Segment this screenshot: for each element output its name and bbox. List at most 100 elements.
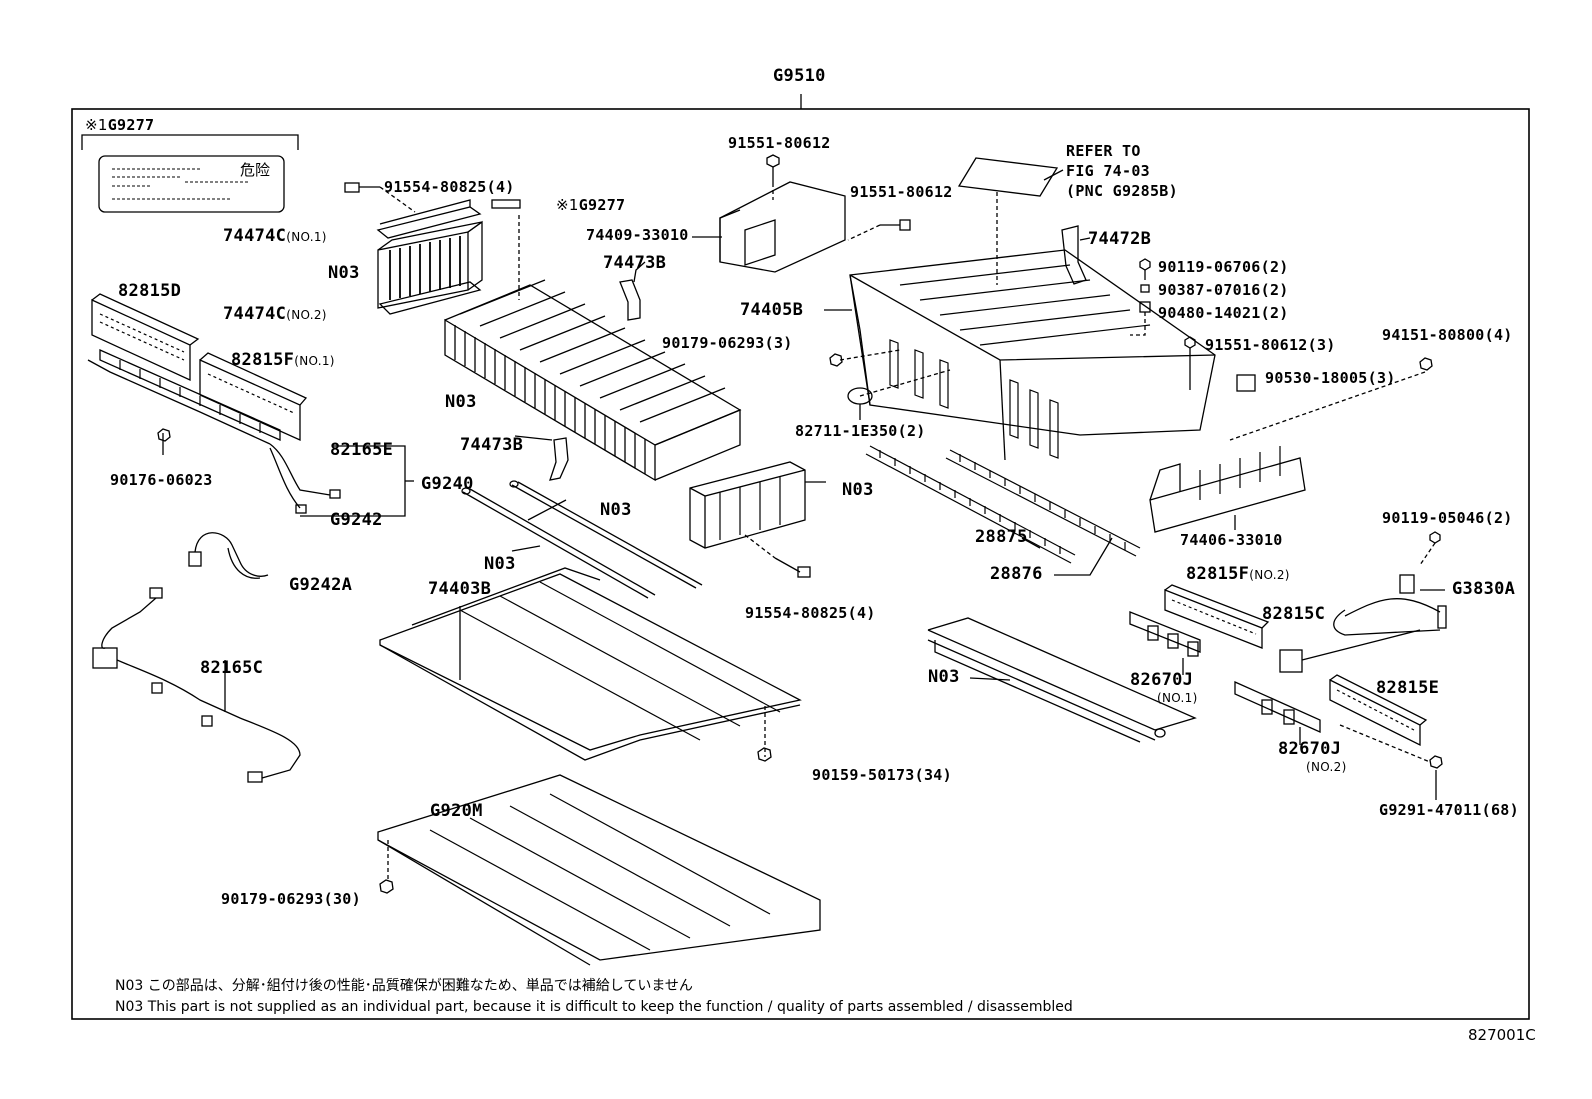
harness-g3830a — [1333, 574, 1447, 636]
part-label-g9291-47011[interactable]: G9291-47011(68) — [1379, 801, 1519, 819]
part-label-90176-06023[interactable]: 90176-06023 — [110, 471, 213, 489]
part-label-n03-d[interactable]: N03 — [484, 554, 516, 574]
harness-82165c — [92, 587, 301, 783]
harness-g9242a — [188, 532, 269, 579]
part-label-74409-33010[interactable]: 74409-33010 — [586, 226, 689, 244]
part-label-28875[interactable]: 28875 — [975, 527, 1028, 547]
part-code: G9277 — [578, 196, 626, 214]
case-74405b — [849, 249, 1216, 461]
part-sub: (NO.2) — [1249, 568, 1290, 582]
part-label-82815f-1[interactable]: 82815F(NO.1) — [231, 352, 335, 369]
connector-82815c — [1279, 649, 1303, 673]
part-label-82815c[interactable]: 82815C — [1262, 604, 1326, 624]
part-label-82670j-1[interactable]: 82670J — [1130, 670, 1194, 690]
part-label-74406-33010[interactable]: 74406-33010 — [1180, 531, 1283, 549]
part-label-g920m[interactable]: G920M — [430, 801, 483, 821]
busbar-82670j-1 — [1129, 611, 1201, 657]
part-label-90119-05046[interactable]: 90119-05046(2) — [1382, 509, 1513, 527]
bolt-91551-mid — [880, 219, 911, 231]
warning-label — [98, 155, 285, 213]
part-label-82165c[interactable]: 82165C — [200, 658, 264, 678]
bracket-74474c-1 — [376, 206, 482, 239]
part-label-g3830a[interactable]: G3830A — [1452, 579, 1516, 599]
warning-label-text: 危险 — [240, 161, 271, 179]
part-label-28876[interactable]: 28876 — [990, 564, 1043, 584]
part-label-91554-80825-top[interactable]: 91554-80825(4) — [384, 178, 515, 196]
part-label-g9240[interactable]: G9240 — [421, 474, 474, 494]
nut-94151 — [1419, 357, 1433, 371]
part-label-94151-80800[interactable]: 94151-80800(4) — [1382, 326, 1513, 344]
bolt-91551-3 — [1184, 336, 1196, 390]
busbar-82670j-2 — [1234, 680, 1321, 734]
part-label-74405b[interactable]: 74405B — [740, 300, 804, 320]
clip-90530 — [1236, 374, 1256, 392]
part-code: 74474C — [223, 226, 287, 246]
part-label-82815d[interactable]: 82815D — [118, 281, 182, 301]
part-label-n03-a[interactable]: N03 — [328, 263, 360, 283]
part-label-74473b-top[interactable]: 74473B — [603, 253, 667, 273]
part-label-90480-14021[interactable]: 90480-14021(2) — [1158, 304, 1289, 322]
part-code: 82815F — [231, 350, 295, 370]
assembly-frame — [71, 108, 1530, 1020]
part-label-74472b[interactable]: 74472B — [1088, 229, 1152, 249]
part-label-82815e[interactable]: 82815E — [1376, 678, 1440, 698]
part-code: 82815F — [1186, 564, 1250, 584]
bracket-74409-33010 — [719, 181, 846, 273]
part-label-91551-80612-top[interactable]: 91551-80612 — [728, 134, 831, 152]
bracket-74472b — [1061, 225, 1087, 285]
part-label-74473b-bot[interactable]: 74473B — [460, 435, 524, 455]
part-label-82670j-2[interactable]: 82670J — [1278, 739, 1342, 759]
plate-g920m — [377, 774, 821, 966]
plate-82815d — [91, 293, 200, 382]
part-label-74474c-1[interactable]: 74474C(NO.1) — [223, 228, 327, 245]
refer-sheet — [957, 157, 1059, 197]
part-label-90387-07016[interactable]: 90387-07016(2) — [1158, 281, 1289, 299]
part-code: 74474C — [223, 304, 287, 324]
part-label-90119-06706[interactable]: 90119-06706(2) — [1158, 258, 1289, 276]
duct-28876 — [945, 449, 1141, 557]
part-label-g9242a[interactable]: G9242A — [289, 575, 353, 595]
assembly-code-label: G9510 — [773, 66, 826, 86]
part-label-82815f-2[interactable]: 82815F(NO.2) — [1186, 566, 1290, 583]
part-label-74403b[interactable]: 74403B — [428, 579, 492, 599]
part-label-91554-80825-bot[interactable]: 91554-80825(4) — [745, 604, 876, 622]
part-label-g9242[interactable]: G9242 — [330, 510, 383, 530]
plate-82815f-2 — [1164, 584, 1270, 649]
rod-n03-c — [509, 480, 703, 589]
refer-line1: REFER TO — [1066, 142, 1141, 160]
note-mark: ※1 — [556, 196, 579, 214]
part-sub: (NO.2) — [286, 308, 327, 322]
tray-74403b — [379, 567, 802, 761]
note-jp: N03 この部品は、分解･組付け後の性能･品質確保が困難なため、単品では補給して… — [115, 978, 693, 994]
part-label-91551-80612-mid[interactable]: 91551-80612 — [850, 183, 953, 201]
part-label-82165e[interactable]: 82165E — [330, 440, 394, 460]
washer-90387 — [1140, 284, 1150, 293]
note-mark: ※1 — [85, 116, 108, 134]
part-label-n03-b[interactable]: N03 — [445, 392, 477, 412]
part-label-n03-f[interactable]: N03 — [928, 667, 960, 687]
part-label-90159-50173[interactable]: 90159-50173(34) — [812, 766, 952, 784]
part-label-91551-80612-3[interactable]: 91551-80612(3) — [1205, 336, 1336, 354]
part-label-90530-18005[interactable]: 90530-18005(3) — [1265, 369, 1396, 387]
rod-n03-b — [461, 487, 656, 599]
part-label-90179-06293-30[interactable]: 90179-06293(30) — [221, 890, 361, 908]
part-label-82711-1e350[interactable]: 82711-1E350(2) — [795, 422, 926, 440]
part-label-n03-e[interactable]: N03 — [842, 480, 874, 500]
bracket-74473b-top — [619, 279, 641, 321]
block-n03-a — [377, 220, 483, 309]
harness-82165e — [87, 348, 341, 514]
refer-line2: FIG 74-03 — [1066, 162, 1150, 180]
label-sheet-bracket — [81, 134, 299, 150]
part-sub: (NO.1) — [294, 354, 335, 368]
rail-74406 — [1149, 446, 1306, 533]
part-label-74474c-2[interactable]: 74474C(NO.2) — [223, 306, 327, 323]
part-label-90179-06293-3[interactable]: 90179-06293(3) — [662, 334, 793, 352]
bolt-91551-top — [766, 154, 780, 183]
bolt-91554-top — [344, 182, 380, 193]
part-label-n03-c[interactable]: N03 — [600, 500, 632, 520]
plate-82815f-1 — [199, 352, 308, 442]
part-label-g9277-mid[interactable]: ※1G9277 — [556, 197, 625, 213]
label-sheet-code-text: G9277 — [107, 116, 155, 134]
